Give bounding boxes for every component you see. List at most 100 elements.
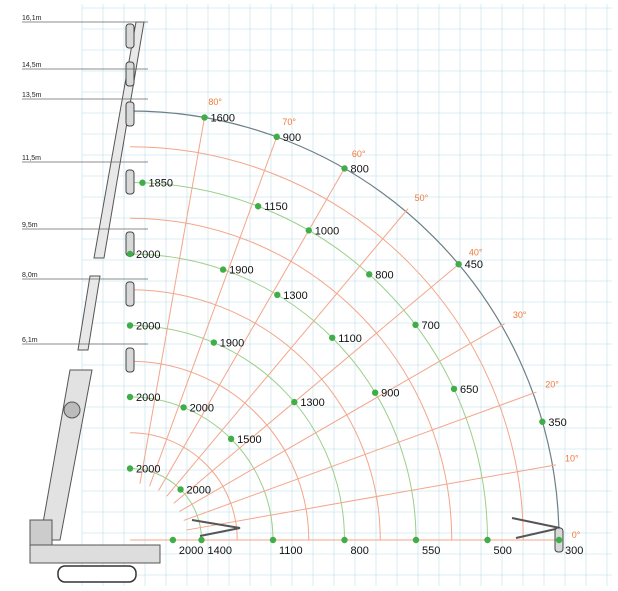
load-point xyxy=(412,536,420,544)
load-value: 1300 xyxy=(300,397,324,409)
load-point xyxy=(455,261,462,268)
load-value: 550 xyxy=(422,545,440,557)
load-point xyxy=(177,486,184,493)
height-label: 13,5m xyxy=(22,92,42,99)
radius-arc xyxy=(129,217,453,541)
load-value: 1150 xyxy=(264,201,288,213)
load-point xyxy=(484,536,491,544)
data-points: 1600900800450350300185011501000800700650… xyxy=(126,113,583,557)
height-label: 11,5m xyxy=(22,155,41,162)
load-point xyxy=(126,393,134,401)
load-value: 450 xyxy=(465,259,483,271)
crane-track xyxy=(57,565,137,583)
load-value: 900 xyxy=(381,388,399,400)
load-value: 2000 xyxy=(190,402,214,414)
angle-ray xyxy=(173,261,462,504)
load-point xyxy=(412,321,419,329)
height-label: 16,1m xyxy=(22,15,42,22)
load-value: 2000 xyxy=(136,392,160,404)
load-value: 700 xyxy=(422,320,440,332)
angle-label: 50° xyxy=(415,193,429,203)
load-point xyxy=(219,266,227,273)
load-value: 2000 xyxy=(136,464,160,476)
grid xyxy=(81,4,612,586)
hook-block xyxy=(125,101,135,127)
crane-illustration xyxy=(29,21,564,583)
load-point xyxy=(126,322,134,329)
load-point xyxy=(329,334,336,341)
load-value: 800 xyxy=(351,545,369,557)
load-value: 2000 xyxy=(179,545,203,557)
load-point xyxy=(139,179,146,186)
load-value: 1100 xyxy=(338,333,362,345)
load-point xyxy=(539,418,546,425)
load-point xyxy=(126,250,134,258)
load-value: 1400 xyxy=(208,545,232,557)
angle-label: 30° xyxy=(513,310,527,320)
outrigger-right xyxy=(511,517,561,539)
load-point xyxy=(273,133,280,141)
radius-arc xyxy=(129,110,560,541)
load-value: 1900 xyxy=(220,338,244,350)
hook-block xyxy=(125,347,135,373)
cab xyxy=(29,519,53,546)
load-value: 1900 xyxy=(229,265,253,277)
angle-ray xyxy=(179,323,505,512)
angle-labels: 80°70°60°50°40°30°20°10°0° xyxy=(208,97,580,540)
load-value: 1500 xyxy=(237,434,261,446)
load-point xyxy=(269,536,277,544)
load-point xyxy=(341,536,348,544)
load-point xyxy=(274,291,281,299)
load-point xyxy=(210,339,218,346)
load-point xyxy=(366,271,373,278)
angle-label: 20° xyxy=(545,380,559,390)
hook-block xyxy=(125,23,135,49)
load-value: 650 xyxy=(460,384,478,396)
hook-block xyxy=(125,169,135,195)
load-point xyxy=(227,435,235,443)
angle-label: 0° xyxy=(572,530,581,540)
load-point xyxy=(341,165,348,172)
load-value: 2000 xyxy=(187,484,211,496)
angle-label: 10° xyxy=(565,454,579,464)
load-point xyxy=(291,398,298,406)
radius-arc xyxy=(129,325,345,541)
load-point xyxy=(169,536,177,544)
load-value: 500 xyxy=(494,545,512,557)
load-point xyxy=(180,404,187,411)
angle-ray xyxy=(158,165,347,491)
radius-arc xyxy=(129,182,488,541)
height-label: 8,0m xyxy=(22,272,38,279)
load-value: 1600 xyxy=(210,113,234,125)
load-value: 900 xyxy=(283,132,301,144)
load-point xyxy=(555,536,563,544)
boom-lower xyxy=(77,275,101,351)
load-value: 800 xyxy=(351,163,369,175)
angle-ray xyxy=(139,113,206,484)
hook-block xyxy=(125,281,135,307)
load-value: 1850 xyxy=(148,178,172,190)
angle-ray xyxy=(149,133,279,487)
angle-rays xyxy=(130,113,563,541)
load-value: 2000 xyxy=(136,321,160,333)
load-value: 1100 xyxy=(279,545,303,557)
load-value: 800 xyxy=(375,269,393,281)
load-point xyxy=(126,465,134,472)
angle-label: 70° xyxy=(282,117,296,127)
load-point xyxy=(305,227,312,234)
angle-ray xyxy=(183,391,537,521)
angle-label: 40° xyxy=(469,247,483,257)
angle-label: 60° xyxy=(352,149,366,159)
height-label: 14,5m xyxy=(22,62,42,69)
load-value: 300 xyxy=(565,545,583,557)
radius-arc xyxy=(129,360,310,541)
crane-body xyxy=(29,544,161,564)
height-label: 6,1m xyxy=(22,337,38,344)
radius-arc xyxy=(129,432,238,541)
load-point xyxy=(371,389,379,396)
outrigger-left xyxy=(191,519,241,537)
load-value: 1300 xyxy=(283,290,307,302)
radius-arcs xyxy=(129,110,560,541)
